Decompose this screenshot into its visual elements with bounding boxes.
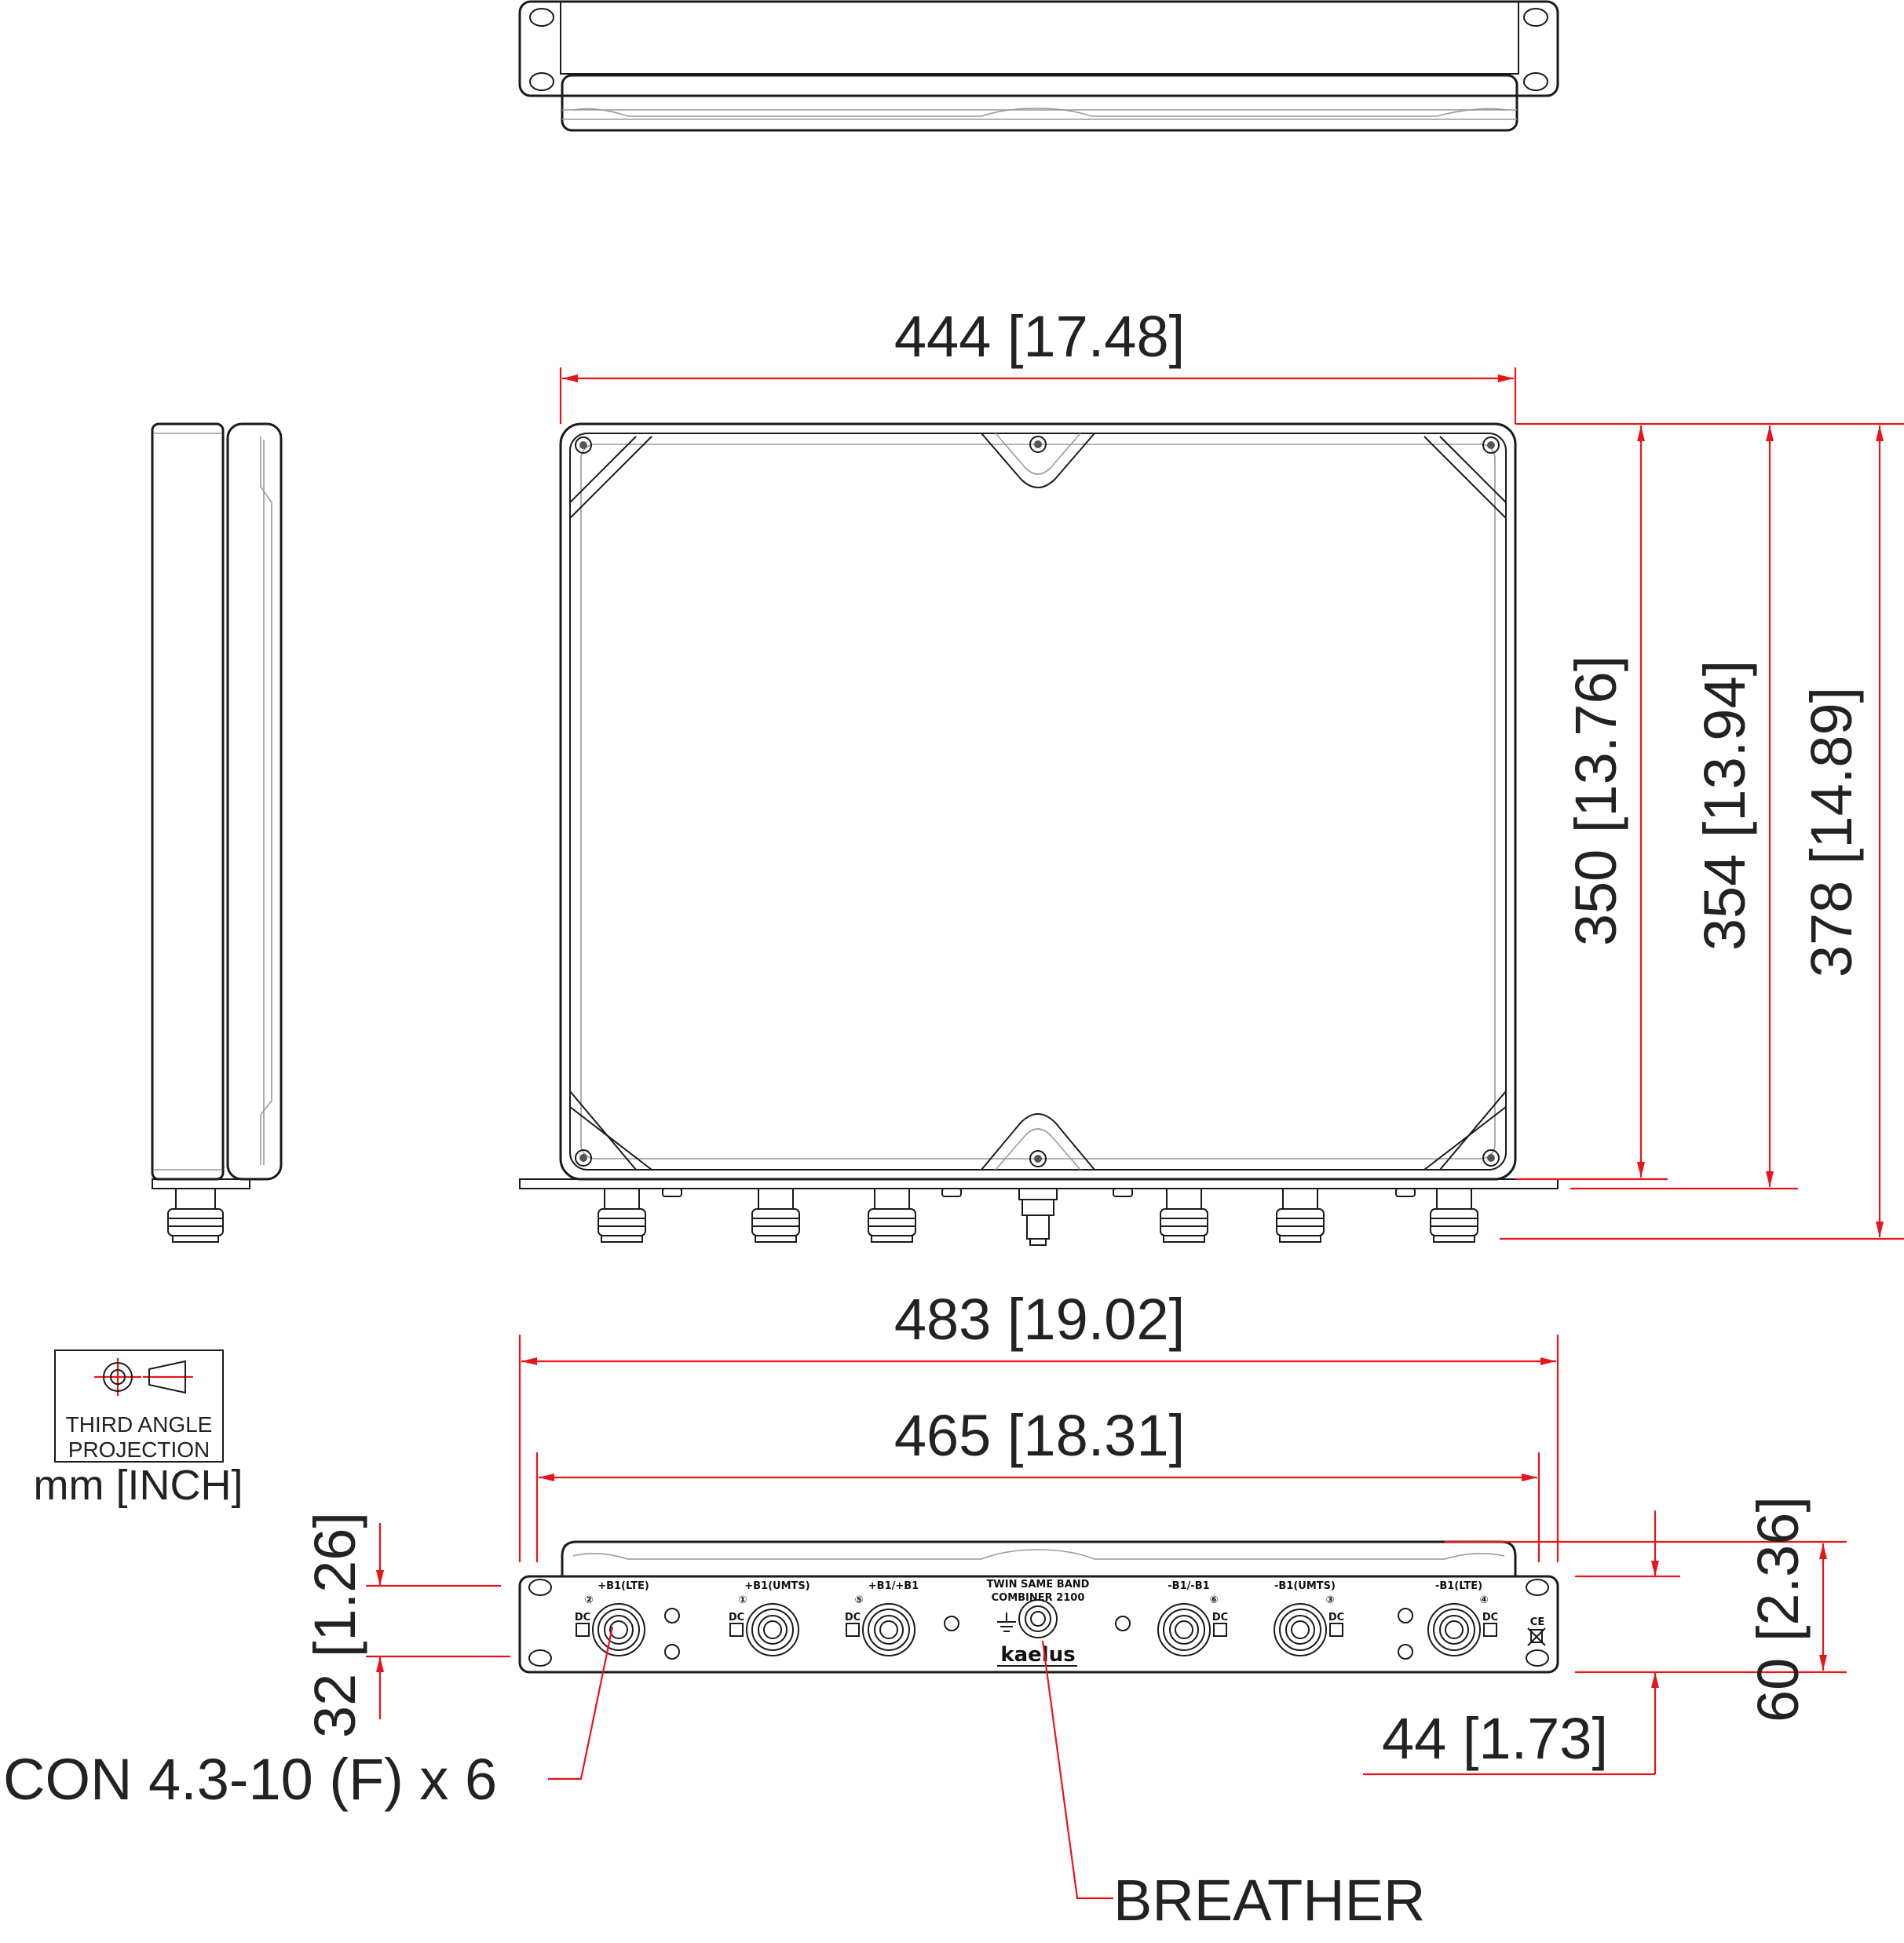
dimension-32: 32 [1.26] [302,1512,510,1738]
panel-port-dc: DC [1212,1612,1228,1623]
plan-boss [1395,1188,1416,1197]
panel-port-6: -B1(LTE) ④ DC [1427,1580,1498,1656]
plan-connector [1276,1188,1325,1243]
projection-line1: THIRD ANGLE [66,1412,213,1437]
plan-view [519,422,1559,1246]
panel-title-line1: TWIN SAME BAND [987,1579,1090,1591]
dim-465-label: 465 [18.31] [894,1403,1185,1468]
dimension-465: 465 [18.31] [535,1403,1540,1562]
dim-483-label: 483 [19.02] [894,1287,1185,1352]
plan-connector [751,1188,800,1243]
panel-port-dc: DC [1482,1612,1498,1623]
dc-indicator-icon [1483,1623,1497,1637]
dc-indicator-icon [1329,1623,1343,1637]
plan-boss [662,1188,682,1197]
dimension-354: 354 [13.94] [1570,422,1798,1190]
panel-port-dc: DC [575,1612,590,1623]
plan-connector [1160,1188,1208,1243]
panel-port-number: ③ [1325,1594,1334,1606]
plan-boss [941,1188,962,1197]
dim-354-label: 354 [13.94] [1692,660,1757,951]
plan-boss [1113,1188,1133,1197]
panel-port-dc: DC [729,1612,744,1623]
dc-indicator-icon [846,1623,860,1637]
ground-icon [997,1612,1016,1632]
dimension-350: 350 [13.76] [1515,422,1668,1181]
panel-port-number: ⑥ [1209,1594,1218,1606]
top-view [518,0,1559,132]
panel-port-1: +B1(LTE) ② DC [575,1580,649,1656]
plan-connector [868,1188,916,1243]
panel-port-number: ① [738,1594,747,1606]
dimension-378: 378 [14.89] [1500,422,1904,1240]
panel-port-label: +B1/+B1 [868,1580,919,1592]
panel-port-dc: DC [845,1612,861,1623]
dim-44-label: 44 [1.73] [1382,1706,1608,1771]
dim-60-label: 60 [2.36] [1745,1496,1811,1722]
side-view [151,422,283,1243]
breather-callout: BREATHER [1041,1640,1425,1933]
panel-title-line2: COMBINER 2100 [992,1592,1085,1604]
dimension-44: 44 [1.73] [1363,1510,1680,1776]
dim-378-label: 378 [14.89] [1799,687,1864,977]
units-label: mm [INCH] [34,1462,243,1509]
dc-indicator-icon [576,1623,590,1637]
connector-callout-label: CON 4.3-10 (F) x 6 [3,1747,497,1812]
dimension-444: 444 [17.48] [559,304,1517,424]
projection-symbol: THIRD ANGLE PROJECTION mm [INCH] [34,1350,243,1509]
breather-callout-label: BREATHER [1113,1868,1425,1933]
projection-line2: PROJECTION [68,1437,210,1462]
panel-port-2: +B1(UMTS) ① DC [729,1580,810,1656]
panel-port-number: ⑤ [854,1594,863,1606]
panel-port-3: +B1/+B1 ⑤ DC [845,1580,919,1656]
kaelus-logo: kaelus [1000,1643,1075,1667]
panel-port-label: +B1(UMTS) [744,1580,809,1592]
connector-callout: CON 4.3-10 (F) x 6 [3,1626,614,1812]
dimension-483: 483 [19.02] [518,1287,1559,1562]
ce-mark-icon: CE [1530,1616,1544,1628]
panel-port-dc: DC [1328,1612,1344,1623]
dimension-60: 60 [2.36] [1445,1496,1847,1722]
plan-connector [1430,1188,1478,1243]
panel-port-5: -B1(UMTS) ③ DC [1274,1580,1344,1656]
panel-port-number: ② [584,1594,593,1606]
plan-connectors [598,1188,1478,1246]
dim-32-label: 32 [1.26] [302,1512,367,1738]
panel-port-label: +B1(LTE) [598,1580,649,1592]
dim-350-label: 350 [13.76] [1563,656,1628,946]
plan-breather [1018,1188,1058,1246]
weee-bin-icon [1527,1627,1546,1646]
third-angle-projection-icon [94,1358,193,1396]
panel-port-label: -B1/-B1 [1168,1580,1209,1592]
panel-port-label: -B1(UMTS) [1274,1580,1336,1592]
front-panel-view: +B1(LTE)②DC+B1(UMTS)①DC+B1/+B1⑤DC-B1/-B1… [518,1540,1559,1674]
panel-port-number: ④ [1479,1594,1488,1606]
dc-indicator-icon [729,1623,744,1637]
plan-connector [598,1188,646,1243]
panel-port-4: -B1/-B1⑥ DC [1157,1580,1228,1656]
dc-indicator-icon [1213,1623,1227,1637]
panel-port-label: -B1(LTE) [1435,1580,1482,1592]
panel-ports: +B1(LTE)②DC+B1(UMTS)①DC+B1/+B1⑤DC-B1/-B1… [575,1580,1498,1656]
dim-444-label: 444 [17.48] [894,304,1185,369]
